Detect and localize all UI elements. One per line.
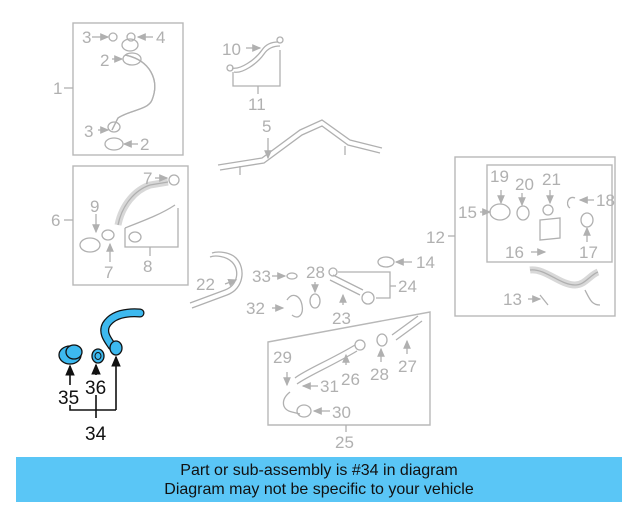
callout-6: 6 <box>51 211 60 230</box>
callout-29: 29 <box>273 348 292 367</box>
callout-23: 23 <box>332 309 351 328</box>
callout-20: 20 <box>515 175 534 194</box>
callout-8: 8 <box>143 257 152 276</box>
callout-35: 35 <box>58 388 79 409</box>
part-5: 5 <box>217 117 383 175</box>
group-6-box: 7 9 7 8 6 <box>51 165 189 286</box>
callout-21: 21 <box>542 170 561 189</box>
callout-7: 7 <box>104 263 113 282</box>
callout-17: 17 <box>579 243 598 262</box>
callout-34: 34 <box>85 424 107 445</box>
callout-22: 22 <box>196 275 215 294</box>
banner-line-1: Part or sub-assembly is #34 in diagram <box>180 462 458 479</box>
callout-16: 16 <box>505 243 524 262</box>
callout-30: 30 <box>332 403 351 422</box>
callout-12: 12 <box>426 228 445 247</box>
highlighted-assembly-34: 35 36 34 <box>58 308 145 445</box>
callout-10: 10 <box>222 40 241 59</box>
callout-2: 2 <box>140 135 149 154</box>
group-25-box: 29 31 26 28 27 30 25 <box>267 311 431 452</box>
callout-25: 25 <box>335 433 354 452</box>
callout-28: 28 <box>370 365 389 384</box>
callout-1: 1 <box>53 79 62 98</box>
callout-33: 33 <box>252 267 271 286</box>
group-12-box: 15 19 20 21 18 17 16 13 12 <box>426 156 616 317</box>
group-24: 33 32 28 23 24 14 <box>246 253 435 328</box>
callout-24: 24 <box>398 277 417 296</box>
banner-line-2: Diagram may not be specific to your vehi… <box>164 481 474 498</box>
info-banner: Part or sub-assembly is #34 in diagram D… <box>16 457 622 502</box>
callout-3: 3 <box>82 28 91 47</box>
callout-32: 32 <box>246 299 265 318</box>
callout-15: 15 <box>458 203 477 222</box>
callout-14: 14 <box>416 253 435 272</box>
callout-31: 31 <box>320 377 339 396</box>
callout-36: 36 <box>85 378 106 399</box>
callout-4: 4 <box>156 28 165 47</box>
callout-5: 5 <box>262 117 271 136</box>
callout-27: 27 <box>398 357 417 376</box>
callout-2: 2 <box>100 51 109 70</box>
part-22: 22 <box>189 251 243 309</box>
callout-19: 19 <box>490 167 509 186</box>
group-11: 10 11 <box>222 36 284 114</box>
callout-9: 9 <box>90 197 99 216</box>
callout-3: 3 <box>84 122 93 141</box>
callout-18: 18 <box>596 191 615 210</box>
callout-26: 26 <box>341 370 360 389</box>
callout-7: 7 <box>143 169 152 188</box>
parts-diagram: 3 4 2 3 2 1 7 9 7 8 6 10 11 <box>51 22 616 452</box>
callout-11: 11 <box>248 95 266 114</box>
callout-13: 13 <box>503 290 522 309</box>
group-1-box: 3 4 2 3 2 1 <box>53 22 184 156</box>
callout-28: 28 <box>306 263 325 282</box>
